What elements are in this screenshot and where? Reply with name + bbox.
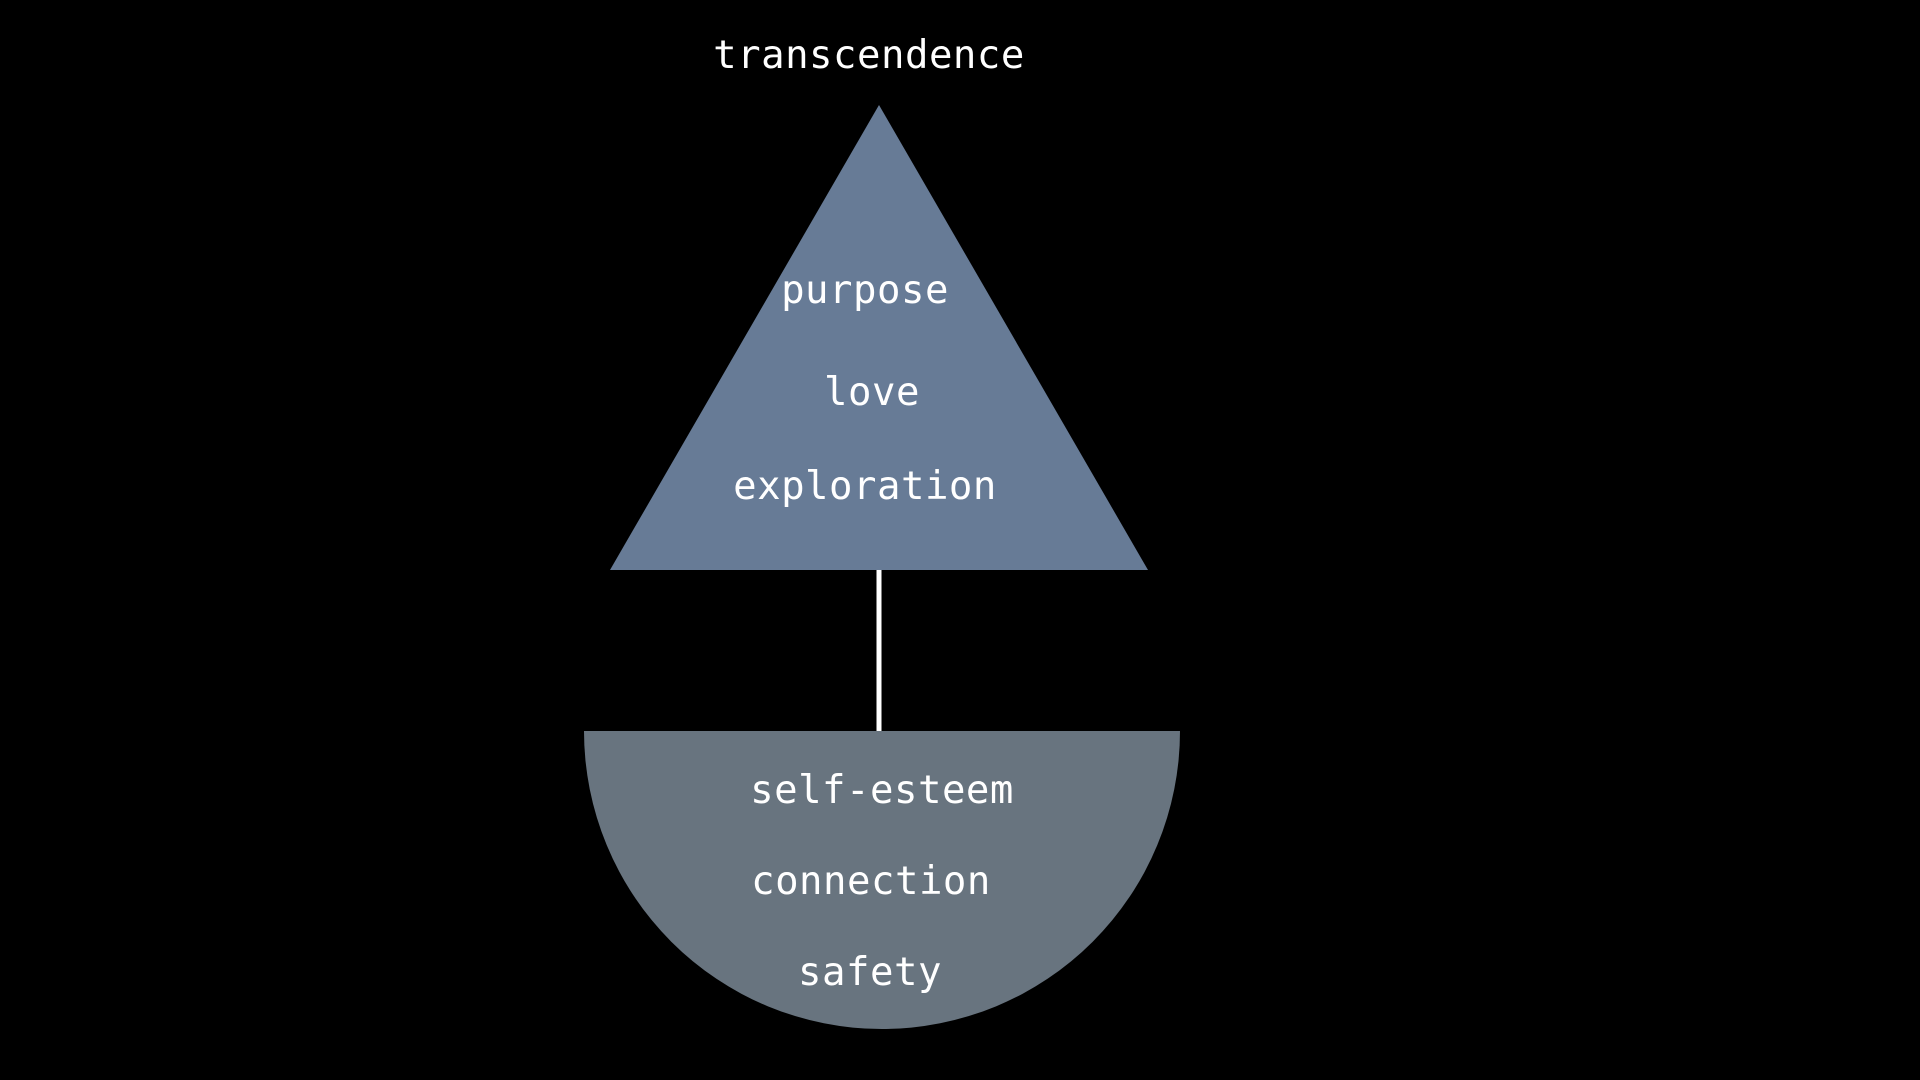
hull-item-safety: safety [798, 950, 942, 995]
top-label: transcendence [713, 33, 1025, 78]
sail-triangle [610, 105, 1148, 570]
sail-item-purpose: purpose [781, 268, 949, 313]
hull-semicircle [584, 731, 1180, 1029]
sail-item-love: love [824, 370, 920, 415]
hull-item-connection: connection [751, 859, 991, 904]
hull-item-self-esteem: self-esteem [750, 768, 1014, 813]
sail-item-exploration: exploration [733, 464, 997, 509]
